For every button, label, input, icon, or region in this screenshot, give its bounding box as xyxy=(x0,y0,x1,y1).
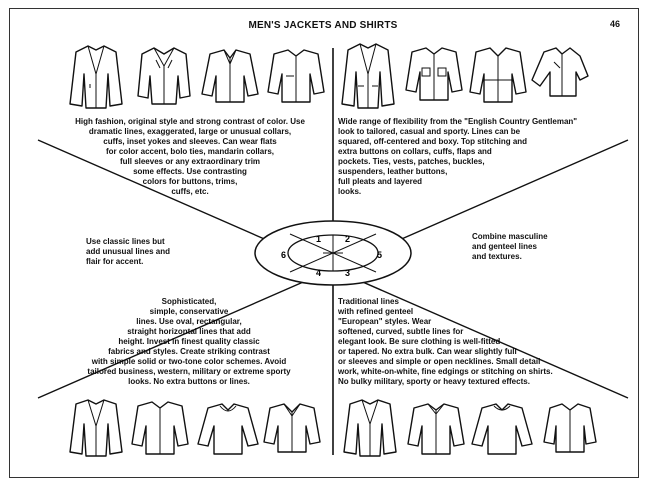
shirt-icon xyxy=(264,404,320,452)
hub-number-4: 4 xyxy=(316,268,321,278)
blouse-icon xyxy=(198,404,258,454)
segment-4-text: Sophisticated, simple, conservative line… xyxy=(50,297,328,387)
segment-5-text: Combine masculine and genteel lines and … xyxy=(472,232,582,262)
shirt-icon xyxy=(532,48,588,96)
blouse-icon xyxy=(472,404,532,454)
shirt-icon xyxy=(544,404,596,452)
shirt-icon xyxy=(268,50,324,102)
hub-number-5: 5 xyxy=(377,250,382,260)
jacket-icon xyxy=(470,48,526,102)
shirt-icon xyxy=(138,48,190,104)
jacket-icon xyxy=(342,44,394,108)
segment-6-text: Use classic lines but add unusual lines … xyxy=(86,237,216,267)
hub-number-2: 2 xyxy=(345,234,350,244)
jacket-icon xyxy=(70,400,122,456)
blouse-icon xyxy=(202,50,258,102)
hub-number-1: 1 xyxy=(316,234,321,244)
hub-number-3: 3 xyxy=(345,268,350,278)
hub-number-6: 6 xyxy=(281,250,286,260)
jacket-icon xyxy=(70,46,122,108)
shirt-icon xyxy=(132,402,188,454)
shirt-icon xyxy=(406,48,462,100)
segment-3-text: Traditional lines with refined genteel "… xyxy=(338,297,634,387)
jacket-icon xyxy=(344,400,396,456)
segment-2-text: Wide range of flexibility from the "Engl… xyxy=(338,117,628,197)
segment-1-text: High fashion, original style and strong … xyxy=(54,117,326,197)
shirt-icon xyxy=(408,404,464,454)
